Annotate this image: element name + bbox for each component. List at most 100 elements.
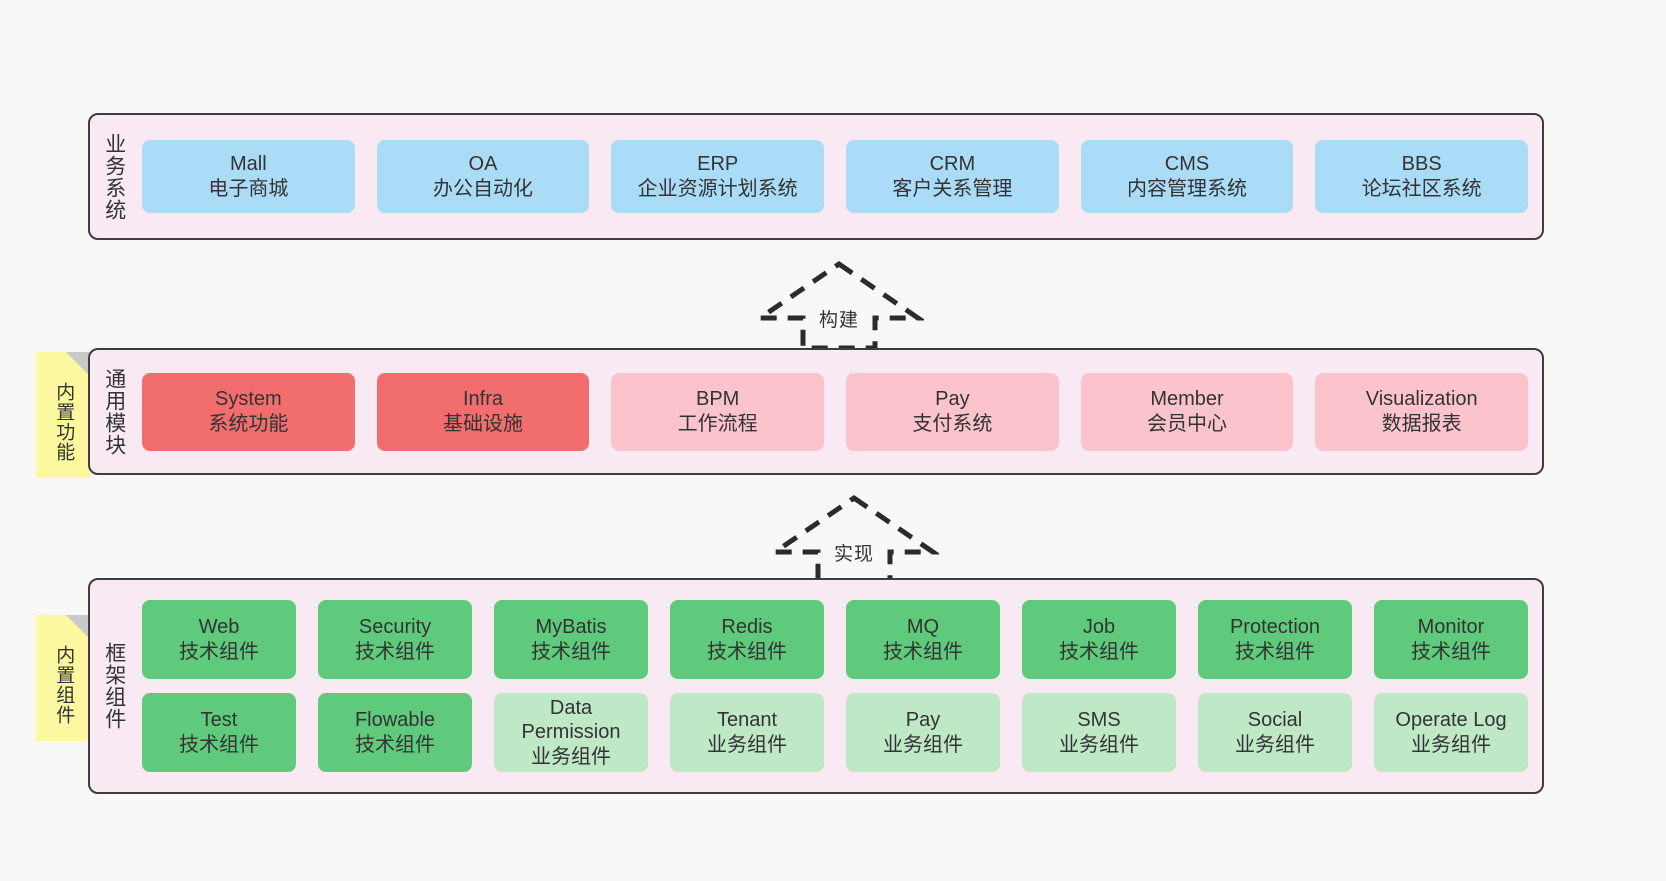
card-mybatis[interactable]: MyBatis 技术组件 <box>494 600 648 679</box>
card-title-cn: 支付系统 <box>912 412 993 435</box>
folded-corner-icon <box>66 352 90 376</box>
card-title-en: Operate Log <box>1395 709 1507 732</box>
card-title-en: Social <box>1247 709 1303 732</box>
card-oa[interactable]: OA 办公自动化 <box>376 140 590 213</box>
card-row: Test 技术组件 Flowable 技术组件 Data Permission … <box>142 693 1528 772</box>
card-title-cn: 内容管理系统 <box>1127 177 1248 200</box>
sticky-note-builtin-features: 内置功能 <box>36 352 90 478</box>
layer-title-common: 通用模块 <box>102 367 126 456</box>
card-bbs[interactable]: BBS 论坛社区系统 <box>1315 140 1529 213</box>
card-title-en: Flowable <box>354 709 436 732</box>
card-title-cn: 业务组件 <box>1235 733 1315 756</box>
card-pay-biz[interactable]: Pay 业务组件 <box>846 693 1000 772</box>
card-title-cn: 技术组件 <box>707 640 787 663</box>
card-title-en: ERP <box>697 153 739 176</box>
card-monitor[interactable]: Monitor 技术组件 <box>1374 600 1528 679</box>
sticky-note-label: 内置组件 <box>53 645 75 725</box>
card-title-cn: 系统功能 <box>208 412 289 435</box>
card-row: Mall 电子商城 OA 办公自动化 ERP 企业资源计划系统 CRM 客户关系… <box>142 140 1529 213</box>
layer-body-framework: Web 技术组件 Security 技术组件 MyBatis 技术组件 Redi… <box>138 580 1542 792</box>
card-title-en: Infra <box>462 388 504 411</box>
card-title-cn: 技术组件 <box>531 640 611 663</box>
card-row: Web 技术组件 Security 技术组件 MyBatis 技术组件 Redi… <box>142 600 1528 679</box>
card-title-en: Protection <box>1229 616 1321 639</box>
card-title-cn: 技术组件 <box>1059 640 1139 663</box>
card-title-en: Job <box>1082 616 1116 639</box>
card-title-en: Tenant <box>716 709 778 732</box>
card-crm[interactable]: CRM 客户关系管理 <box>846 140 1059 213</box>
card-title-en: BBS <box>1401 153 1442 176</box>
arrow-build-up: 构建 <box>754 258 924 350</box>
card-job[interactable]: Job 技术组件 <box>1022 600 1176 679</box>
card-title-cn: 业务组件 <box>531 745 611 768</box>
layer-title-framework: 框架组件 <box>102 642 126 730</box>
sticky-note-label: 内置功能 <box>53 382 75 462</box>
card-title-en: Security <box>358 616 432 639</box>
card-operate-log[interactable]: Operate Log 业务组件 <box>1374 693 1528 772</box>
card-title-cn: 技术组件 <box>1411 640 1491 663</box>
card-title-en: OA <box>468 153 498 176</box>
card-title-en: Web <box>198 616 240 639</box>
card-title-cn: 电子商城 <box>208 177 289 200</box>
sticky-note-builtin-components: 内置组件 <box>36 615 90 741</box>
card-title-cn: 论坛社区系统 <box>1361 177 1482 200</box>
card-protection[interactable]: Protection 技术组件 <box>1198 600 1352 679</box>
card-title-cn: 技术组件 <box>179 640 259 663</box>
layer-business-systems: 业务系统 Mall 电子商城 OA 办公自动化 ERP 企业资源计划系统 CRM… <box>88 113 1544 240</box>
card-title-cn: 技术组件 <box>883 640 963 663</box>
card-infra[interactable]: Infra 基础设施 <box>376 372 590 451</box>
card-member[interactable]: Member 会员中心 <box>1080 372 1294 451</box>
card-data-permission[interactable]: Data Permission 业务组件 <box>494 693 648 772</box>
card-mq[interactable]: MQ 技术组件 <box>846 600 1000 679</box>
card-mall[interactable]: Mall 电子商城 <box>142 140 355 213</box>
card-title-cn: 工作流程 <box>677 412 758 435</box>
card-system[interactable]: System 系统功能 <box>142 372 355 451</box>
arrow-implement-up: 实现 <box>769 492 939 584</box>
card-erp[interactable]: ERP 企业资源计划系统 <box>611 140 825 213</box>
card-title-cn: 数据报表 <box>1381 412 1462 435</box>
card-redis[interactable]: Redis 技术组件 <box>670 600 824 679</box>
card-title-cn: 业务组件 <box>707 733 787 756</box>
card-cms[interactable]: CMS 内容管理系统 <box>1080 140 1294 213</box>
card-social[interactable]: Social 业务组件 <box>1198 693 1352 772</box>
layer-body-business: Mall 电子商城 OA 办公自动化 ERP 企业资源计划系统 CRM 客户关系… <box>138 115 1542 238</box>
card-pay[interactable]: Pay 支付系统 <box>846 372 1059 451</box>
card-title-cn: 业务组件 <box>883 733 963 756</box>
card-title-en: MQ <box>906 616 940 639</box>
card-title-en: SMS <box>1077 709 1121 732</box>
card-title-cn: 业务组件 <box>1411 733 1491 756</box>
card-tenant[interactable]: Tenant 业务组件 <box>670 693 824 772</box>
layer-framework-components: 框架组件 Web 技术组件 Security 技术组件 MyBatis 技术组件… <box>88 578 1544 794</box>
card-title-en: CMS <box>1164 153 1210 176</box>
card-title-en: Visualization <box>1365 388 1478 411</box>
card-flowable[interactable]: Flowable 技术组件 <box>318 693 472 772</box>
card-title-cn: 业务组件 <box>1059 733 1139 756</box>
card-title-cn: 技术组件 <box>179 733 259 756</box>
card-sms[interactable]: SMS 业务组件 <box>1022 693 1176 772</box>
dashed-up-arrow-icon <box>754 260 924 350</box>
layer-common-modules: 通用模块 System 系统功能 Infra 基础设施 BPM 工作流程 Pay… <box>88 348 1544 475</box>
card-title-en: Pay <box>905 709 941 732</box>
layer-body-common: System 系统功能 Infra 基础设施 BPM 工作流程 Pay 支付系统… <box>138 350 1542 473</box>
card-title-en: Pay <box>935 388 970 411</box>
card-title-cn: 客户关系管理 <box>892 177 1013 200</box>
card-title-en: BPM <box>696 388 740 411</box>
card-bpm[interactable]: BPM 工作流程 <box>611 372 825 451</box>
card-security[interactable]: Security 技术组件 <box>318 600 472 679</box>
dashed-up-arrow-icon <box>769 494 939 584</box>
card-web[interactable]: Web 技术组件 <box>142 600 296 679</box>
card-title-en: Member <box>1150 388 1224 411</box>
card-title-en: CRM <box>929 153 976 176</box>
card-title-en: Mall <box>230 153 267 176</box>
card-title-cn: 办公自动化 <box>433 177 533 200</box>
card-title-cn: 企业资源计划系统 <box>637 177 798 200</box>
card-row: System 系统功能 Infra 基础设施 BPM 工作流程 Pay 支付系统… <box>142 372 1529 451</box>
card-visualization[interactable]: Visualization 数据报表 <box>1315 372 1529 451</box>
card-test[interactable]: Test 技术组件 <box>142 693 296 772</box>
card-title-en: System <box>214 388 282 411</box>
card-title-cn: 基础设施 <box>443 412 523 435</box>
folded-corner-icon <box>66 615 90 639</box>
card-title-cn: 技术组件 <box>355 733 435 756</box>
card-title-cn: 会员中心 <box>1147 412 1228 435</box>
